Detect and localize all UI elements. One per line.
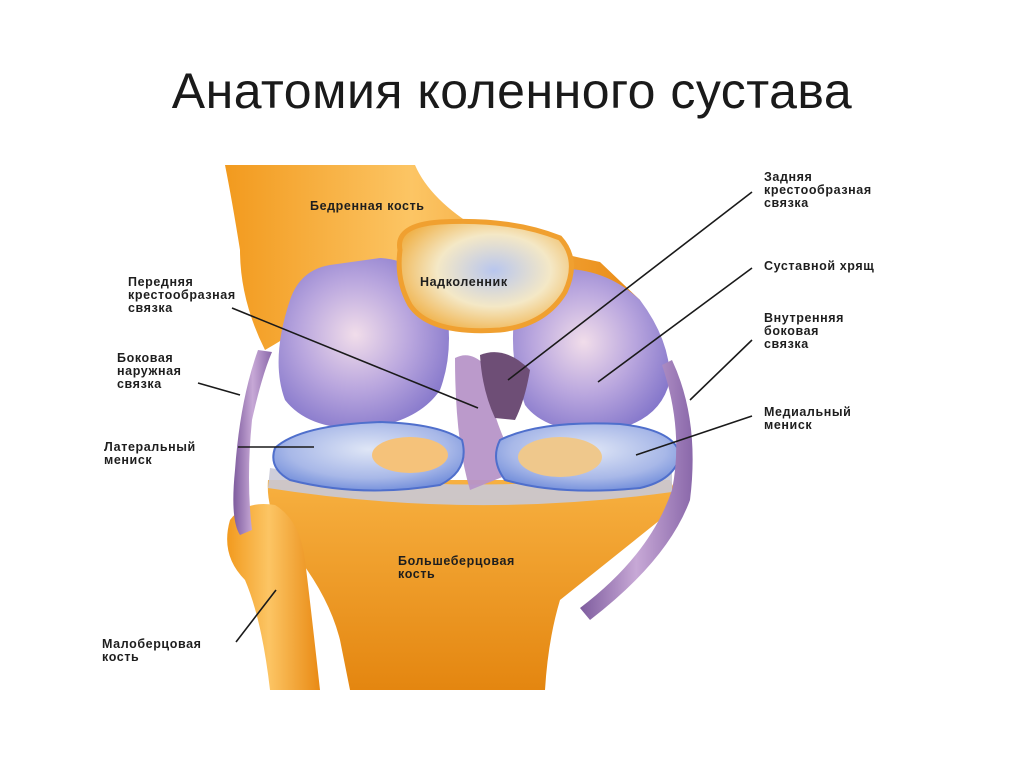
- medial-collateral-ligament: [580, 360, 693, 620]
- mcl-leader-line: [689, 339, 753, 401]
- label-tibia: Большеберцовая кость: [398, 554, 515, 581]
- label-pcl: Задняя крестообразная связка: [764, 170, 872, 210]
- label-mcl: Внутренняя боковая связка: [764, 311, 845, 351]
- label-lateral-meniscus: Латеральный мениск: [104, 440, 196, 467]
- lcl-leader-line: [197, 382, 241, 396]
- lateral-tibial-plateau: [372, 437, 448, 473]
- label-patella: Надколенник: [420, 275, 508, 289]
- acl-leader-line: [231, 307, 479, 409]
- patella-bone: [396, 218, 574, 334]
- lateral-collateral-ligament: [233, 350, 272, 535]
- pcl-ligament: [480, 352, 530, 420]
- slide-title: Анатомия коленного сустава: [171, 63, 853, 119]
- leader-lines: [197, 191, 753, 643]
- pcl-leader-line: [507, 191, 753, 381]
- label-femur: Бедренная кость: [310, 199, 425, 213]
- label-medial-meniscus: Медиальный мениск: [764, 405, 852, 432]
- label-cartilage: Суставной хрящ: [764, 259, 875, 273]
- cartilage-leader-line: [597, 267, 753, 383]
- tibia-bone: [267, 480, 674, 690]
- fibula-bone: [227, 504, 320, 690]
- label-lcl: Боковая наружная связка: [117, 351, 182, 391]
- medial-meniscus-leader-line: [635, 415, 753, 456]
- label-acl: Передняя крестообразная связка: [128, 275, 236, 315]
- medial-tibial-plateau: [518, 437, 602, 477]
- label-fibula: Малоберцовая кость: [102, 637, 202, 664]
- fibula-leader-line: [235, 589, 277, 643]
